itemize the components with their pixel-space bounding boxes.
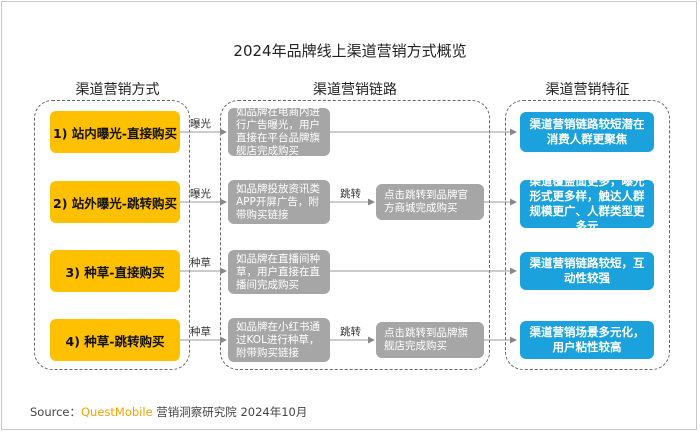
feature-box-1: 渠道营销链路较短潜在消费人群更聚焦 (520, 112, 654, 152)
arrow-label-2a: 曝光 (190, 188, 211, 200)
arrow-label-4a: 种草 (190, 326, 211, 338)
figure-title: 2024年品牌线上渠道营销方式概览 (233, 42, 467, 60)
chain-box-2b: 点击跳转到品牌官方商城完成购买 (376, 184, 484, 220)
arrow-label-2b: 跳转 (340, 188, 361, 200)
method-box-1: 1) 站内曝光-直接购买 (50, 111, 180, 153)
arrow-label-3a: 种草 (190, 257, 211, 269)
chain-box-3: 如品牌在直播间种草，用户直接在直播间完成购买 (228, 250, 330, 294)
feature-box-3: 渠道营销链路较短，互动性较强 (520, 252, 654, 290)
source-prefix: Source： (30, 405, 81, 419)
chain-box-2: 如品牌投放资讯类APP开屏广告，附带购买链接 (228, 180, 330, 224)
header-method: 渠道营销方式 (75, 82, 160, 98)
source-brand: QuestMobile (81, 405, 153, 419)
feature-box-2: 渠道覆盖面更多，曝光形式更多样，触达人群规模更广、人群类型更多元 (520, 174, 654, 233)
method-box-4: 4) 种草-跳转购买 (50, 319, 180, 361)
chain-box-1: 如品牌在电商内进行广告曝光，用户直接在平台品牌旗舰店完成购买 (228, 106, 330, 157)
source-note: Source：QuestMobile 营销洞察研究院 2024年10月 (30, 404, 307, 420)
feature-panel (505, 100, 670, 370)
feature-box-4: 渠道营销场景多元化，用户粘性较高 (520, 321, 654, 359)
header-chain: 渠道营销链路 (313, 82, 397, 98)
chain-box-4: 如品牌在小红书通过KOL进行种草，附带购买链接 (228, 318, 330, 362)
method-panel (34, 100, 190, 370)
chain-box-4b: 点击跳转到品牌旗舰店完成购买 (376, 322, 484, 358)
header-feature: 渠道营销特征 (545, 82, 630, 98)
method-box-2: 2) 站外曝光-跳转购买 (50, 181, 180, 223)
arrow-label-4b: 跳转 (340, 326, 361, 338)
arrow-label-1a: 曝光 (190, 118, 211, 130)
chain-panel (220, 100, 490, 370)
source-suffix: 营销洞察研究院 2024年10月 (152, 405, 308, 419)
method-box-3: 3) 种草-直接购买 (50, 250, 180, 292)
